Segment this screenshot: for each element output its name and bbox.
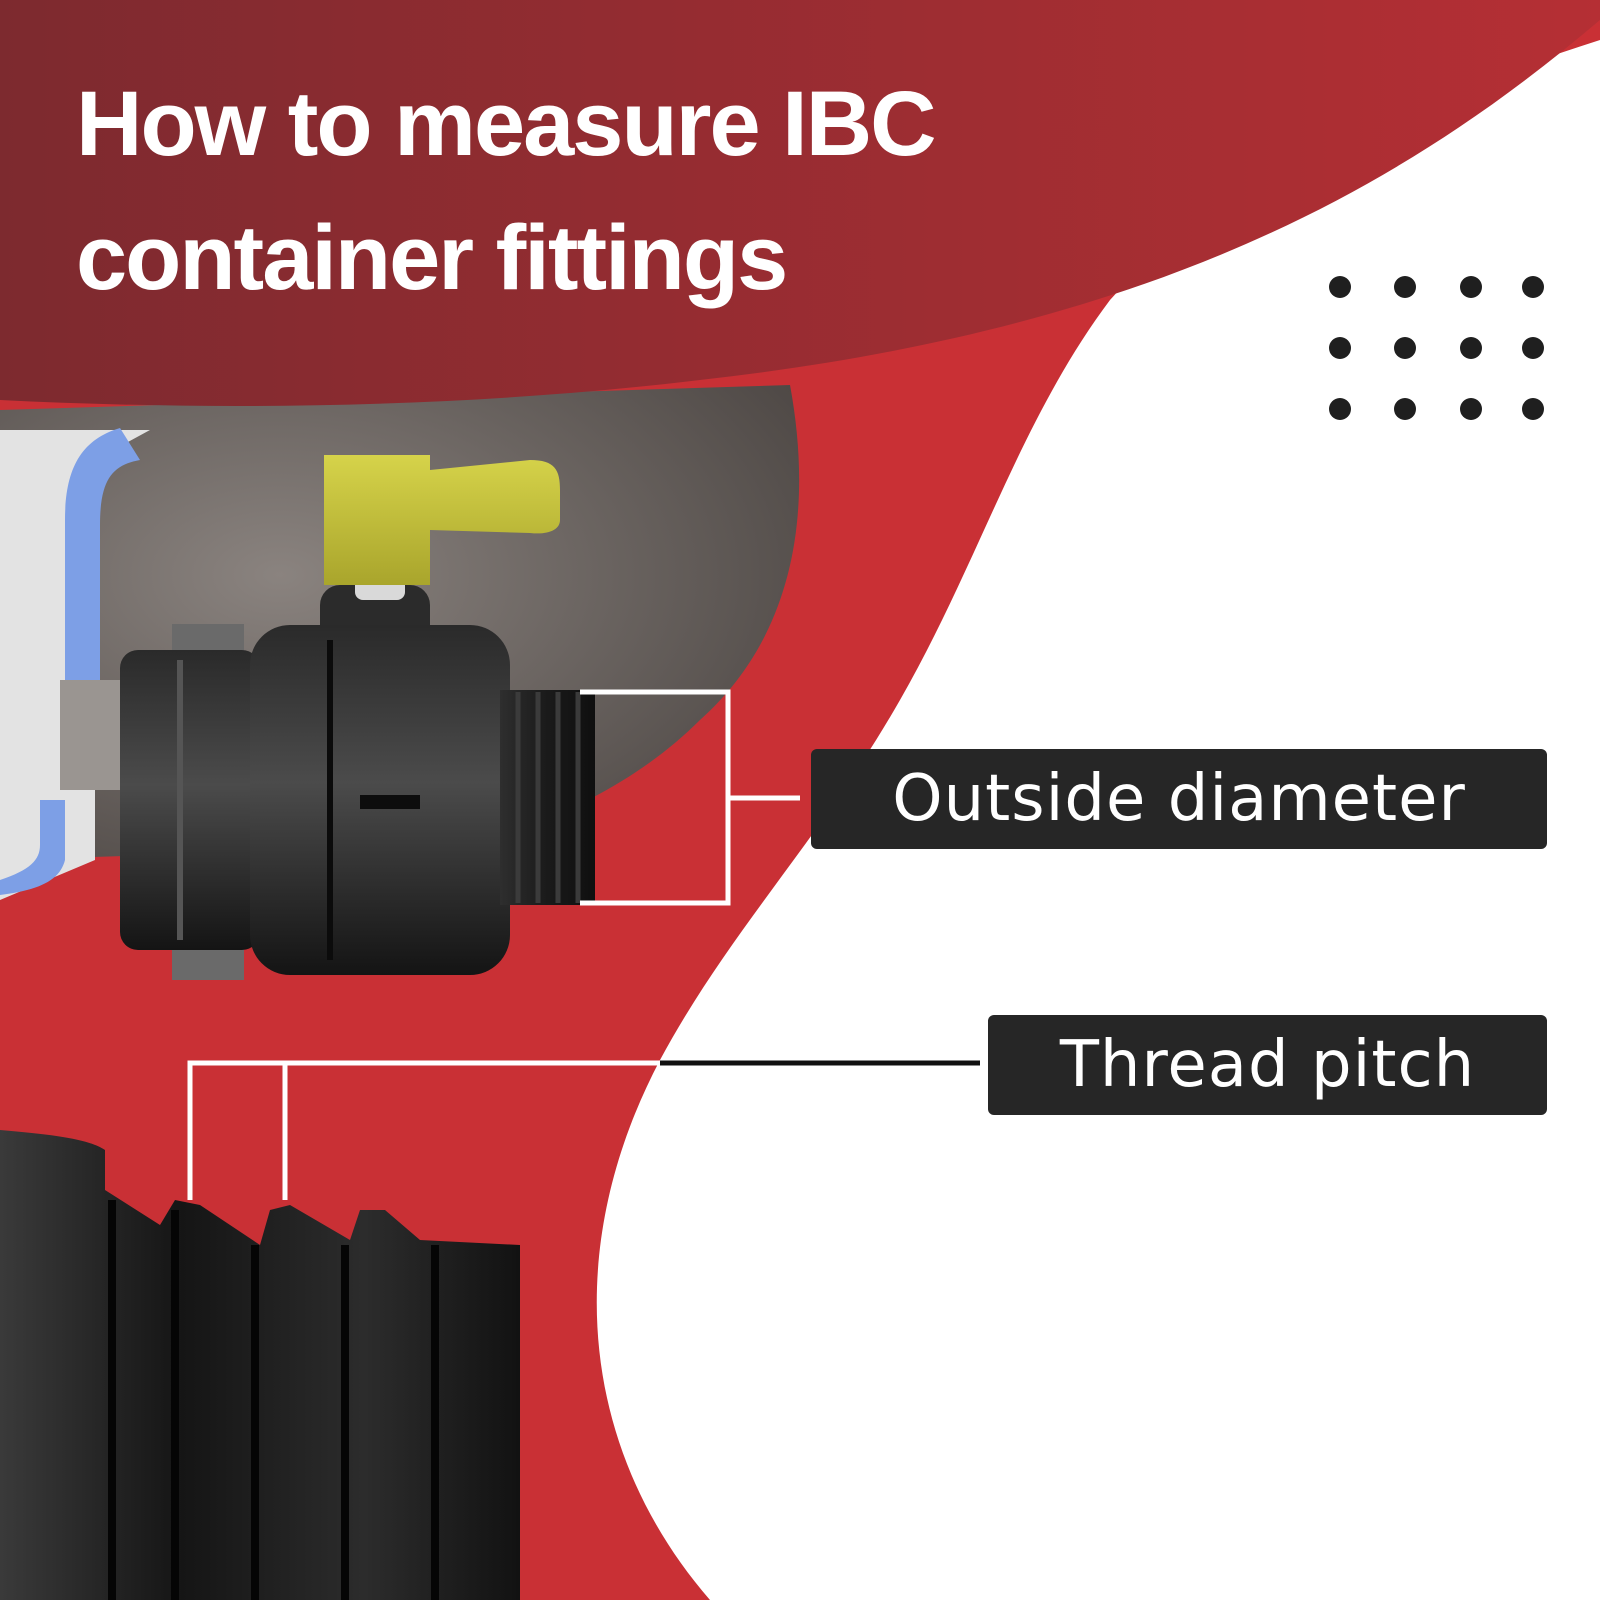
page-title-line-1: How to measure IBC [76,73,937,175]
valve-slot [360,795,420,809]
ibc-valve-fitting-image [0,385,800,980]
outside-diameter-label: Outside diameter [811,749,1547,849]
spout-threads [515,692,581,903]
tank-outlet-blue-rim-lower [0,800,65,895]
thread-pitch-label: Thread pitch [988,1015,1547,1115]
dot-grid-decoration [1329,276,1544,420]
title-banner [0,0,1600,406]
thread-pitch-bracket [187,1060,660,1200]
tank-outlet-blue-rim [65,428,140,690]
hex-nut-tab-top [172,624,244,654]
valve-handle [324,455,560,585]
thread-closeup-image [0,1130,520,1600]
outside-diameter-bracket [580,689,800,906]
page-title-line-2: container fittings [76,207,788,309]
threaded-spout [500,690,595,905]
hex-nut [120,650,260,950]
